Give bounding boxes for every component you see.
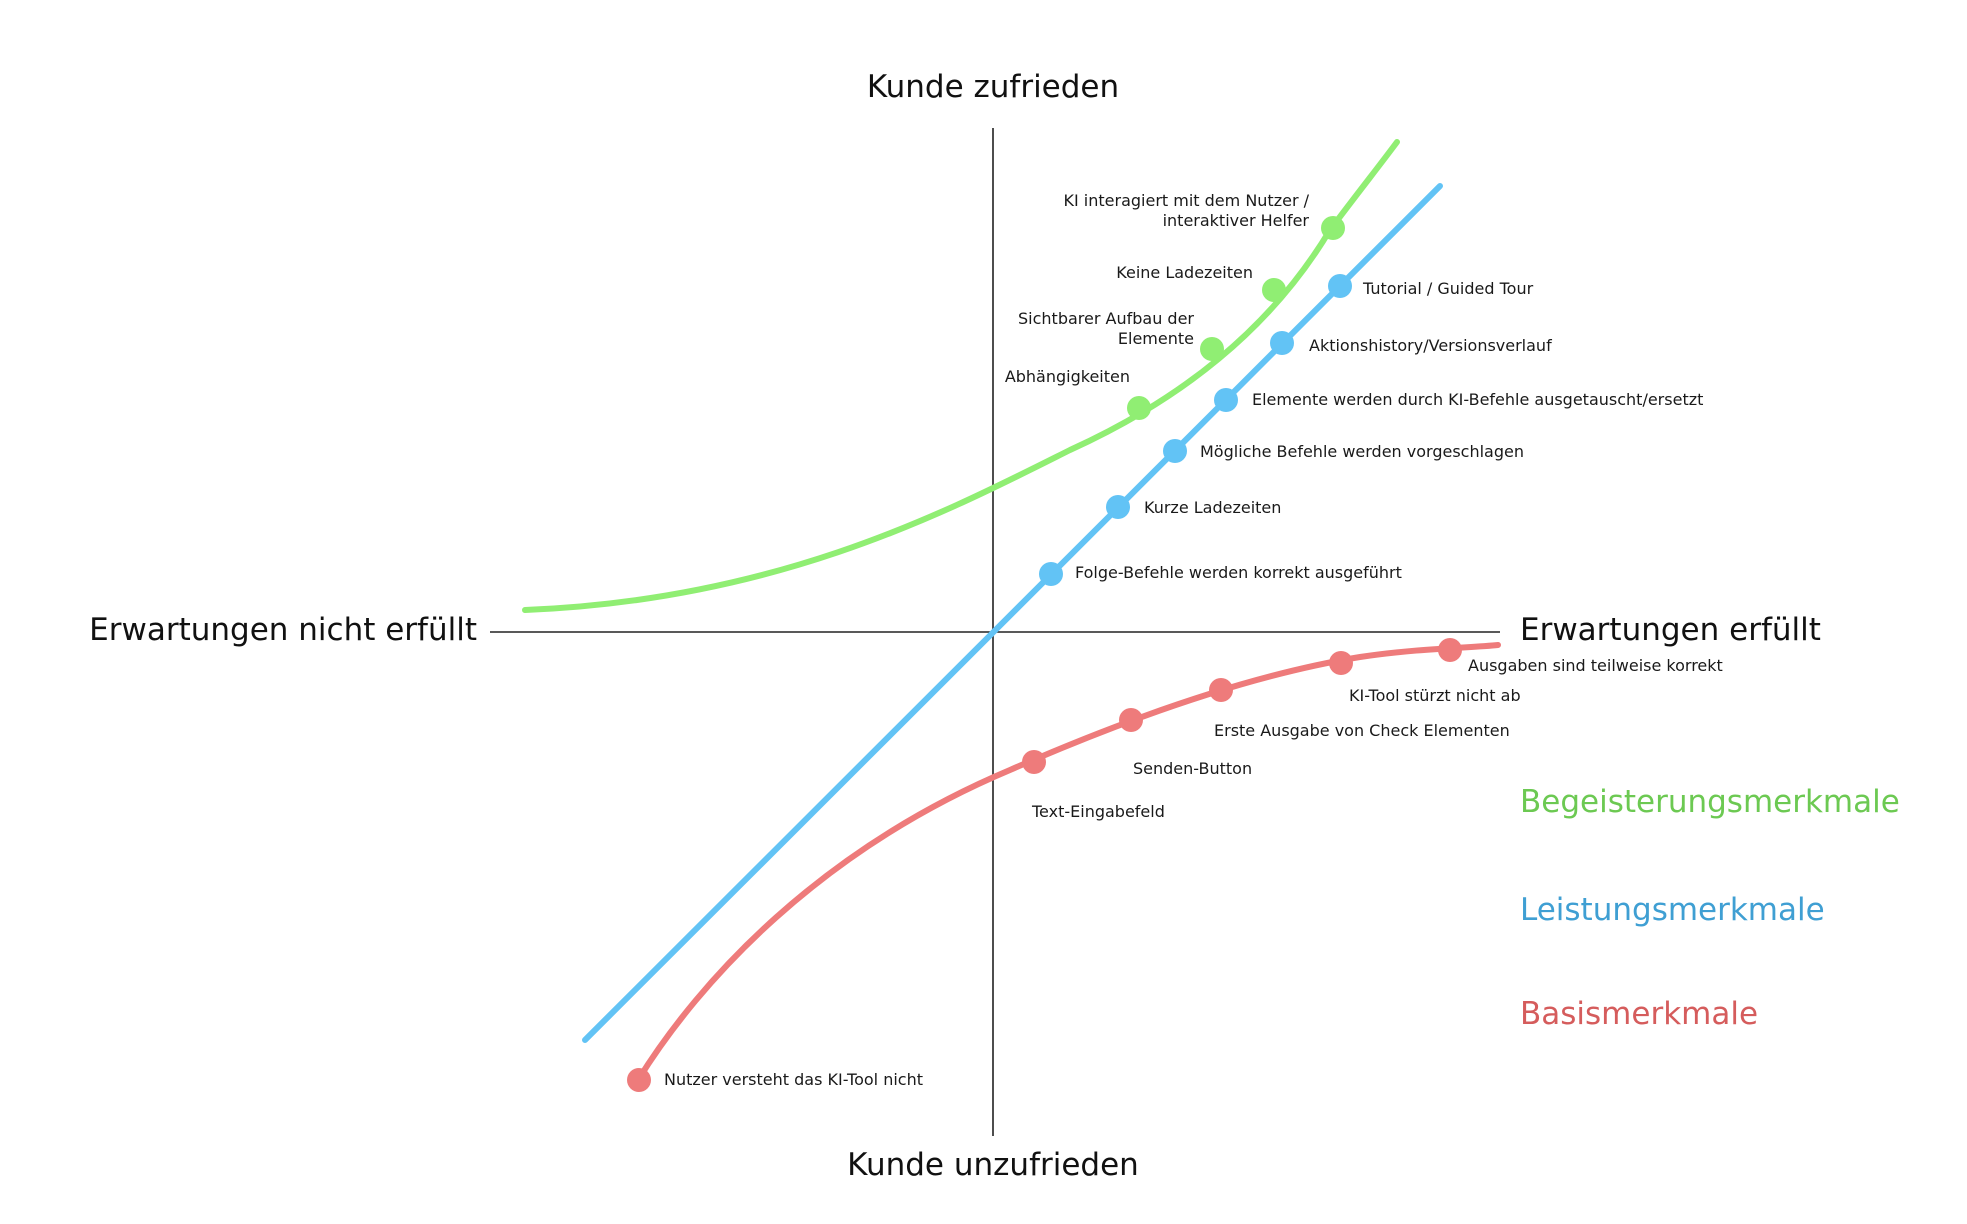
basis-point-label: Erste Ausgabe von Check Elementen <box>1214 721 1510 740</box>
basis-point-label: Text-Eingabefeld <box>1031 802 1165 821</box>
begeisterung-point-label: Keine Ladezeiten <box>1116 263 1253 282</box>
leistung-point-label: Mögliche Befehle werden vorgeschlagen <box>1200 442 1524 461</box>
basis-point <box>1209 678 1233 702</box>
label-line: Sichtbarer Aufbau der <box>1018 309 1194 328</box>
label-line: interaktiver Helfer <box>1163 211 1310 230</box>
basis-point <box>1438 638 1462 662</box>
leistung-point <box>1039 562 1063 586</box>
leistung-point-label: Folge-Befehle werden korrekt ausgeführt <box>1075 563 1402 582</box>
leistung-point <box>1106 495 1130 519</box>
axis-label-right: Erwartungen erfüllt <box>1520 612 1821 648</box>
basis-point <box>1329 651 1353 675</box>
leistung-curve <box>582 183 1443 1043</box>
axis-label-top: Kunde zufrieden <box>867 69 1119 105</box>
begeisterung-point <box>1127 396 1151 420</box>
leistung-point-label: Kurze Ladezeiten <box>1144 498 1281 517</box>
basis-curve <box>635 642 1501 1083</box>
legend-begeisterungsmerkmale: Begeisterungsmerkmale <box>1520 784 1900 820</box>
leistung-point <box>1270 331 1294 355</box>
basis-point-label: KI-Tool stürzt nicht ab <box>1349 686 1521 705</box>
basis-point-label: Senden-Button <box>1133 759 1252 778</box>
begeisterung-point <box>1321 216 1345 240</box>
legend-leistungsmerkmale: Leistungsmerkmale <box>1520 892 1825 928</box>
leistung-point <box>1214 388 1238 412</box>
basis-point <box>1119 708 1143 732</box>
basis-point <box>627 1068 651 1092</box>
leistung-point-label: Tutorial / Guided Tour <box>1362 279 1534 298</box>
leistung-point <box>1328 274 1352 298</box>
leistung-point-label: Aktionshistory/Versionsverlauf <box>1309 336 1552 355</box>
begeisterung-point <box>1262 278 1286 302</box>
begeisterung-point-label: Abhängigkeiten <box>1005 367 1130 386</box>
begeisterung-point <box>1200 337 1224 361</box>
leistung-point-label: Elemente werden durch KI-Befehle ausgeta… <box>1252 390 1703 409</box>
leistung-point <box>1163 439 1187 463</box>
label-line: KI interagiert mit dem Nutzer / <box>1063 191 1309 210</box>
basis-point-label: Nutzer versteht das KI-Tool nicht <box>664 1070 923 1089</box>
points-layer <box>627 216 1462 1092</box>
axis-label-bottom: Kunde unzufrieden <box>847 1147 1139 1183</box>
begeisterung-point-label: KI interagiert mit dem Nutzer /interakti… <box>1063 191 1309 230</box>
basis-point <box>1022 750 1046 774</box>
label-line: Elemente <box>1118 329 1194 348</box>
curves-layer <box>522 139 1501 1083</box>
begeisterung-curve <box>522 139 1400 613</box>
basis-point-label: Ausgaben sind teilweise korrekt <box>1468 656 1723 675</box>
legend-basismerkmale: Basismerkmale <box>1520 996 1758 1032</box>
axis-label-left: Erwartungen nicht erfüllt <box>89 612 477 648</box>
